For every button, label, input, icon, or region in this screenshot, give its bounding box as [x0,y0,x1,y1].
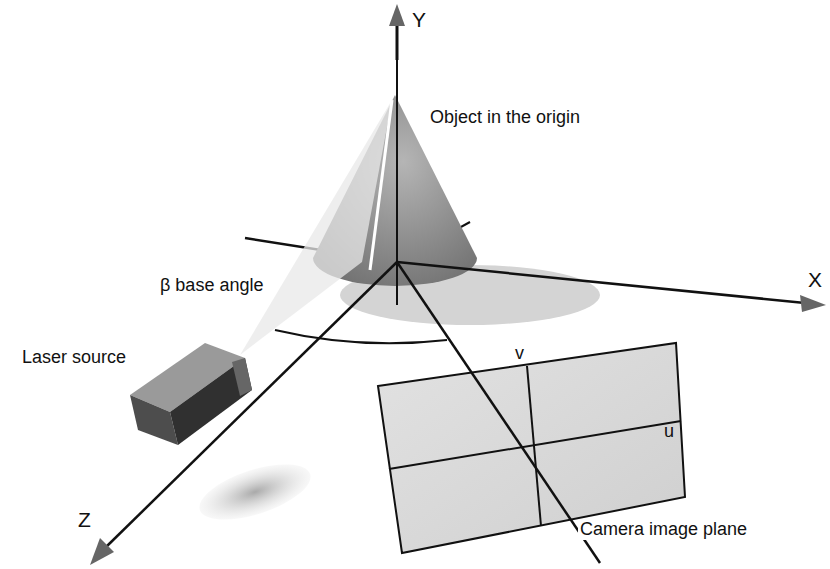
axis-label: Z [78,508,91,531]
camera-axis [397,262,600,563]
laser-line [370,100,392,270]
plane-axis-label: u [664,422,674,442]
angle-label: β base angle [160,276,263,296]
object-label: Object in the origin [430,108,580,128]
laser-label: Laser source [22,348,126,368]
z-axis [105,262,397,548]
laser-source-box [130,343,252,445]
laser-shadow [193,453,317,531]
z-arrowhead [90,538,114,565]
axis-label: X [808,268,822,291]
y-arrowhead [389,4,405,26]
beta-arc [275,330,447,343]
x-axis [397,262,805,303]
plane-axis-label: v [515,344,524,364]
x-arrowhead [800,295,826,312]
plane-label: Camera image plane [578,520,749,540]
axis-label: Y [412,8,426,31]
laser-beam [240,100,392,355]
